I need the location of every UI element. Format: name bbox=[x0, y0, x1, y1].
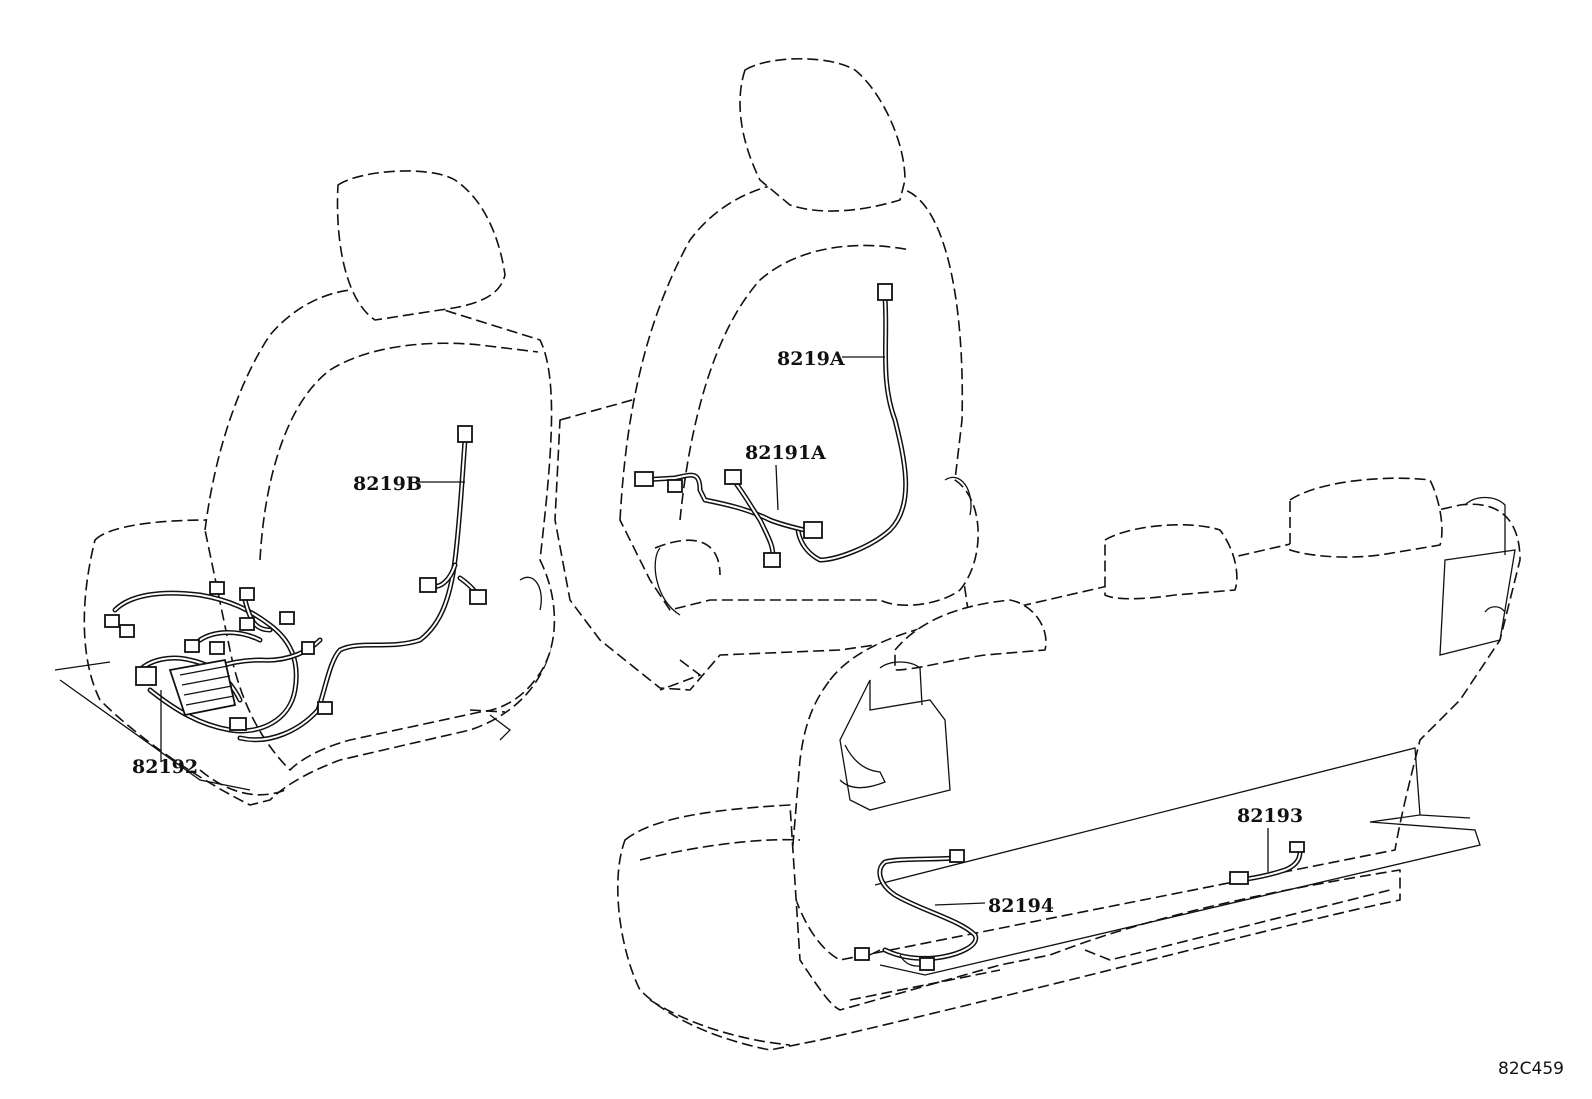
connector-icon bbox=[209, 581, 225, 595]
connector-icon bbox=[239, 587, 255, 601]
connector-icon bbox=[919, 957, 935, 971]
illustration-code: 82C459 bbox=[1498, 1059, 1564, 1079]
connector-icon bbox=[1289, 841, 1305, 853]
connector-icon bbox=[469, 589, 487, 605]
connector-icon bbox=[763, 552, 781, 568]
front-left-seat bbox=[54, 170, 556, 806]
connector-icon bbox=[279, 611, 295, 625]
connector-icon bbox=[877, 283, 893, 301]
connector-icon bbox=[104, 614, 120, 628]
connector-icon bbox=[724, 469, 742, 485]
connector-icon bbox=[209, 641, 225, 655]
label-82191A: 82191A bbox=[745, 442, 826, 464]
connector-icon bbox=[634, 471, 654, 487]
harness-82191A bbox=[634, 469, 823, 568]
rear-bench-seat bbox=[617, 477, 1521, 1051]
connector-icon bbox=[239, 617, 255, 631]
label-82193: 82193 bbox=[1237, 805, 1303, 827]
harness-82192 bbox=[104, 581, 323, 734]
label-8219B: 8219B bbox=[353, 473, 422, 495]
harness-8219B bbox=[237, 425, 487, 743]
connector-icon bbox=[854, 947, 870, 961]
connector-icon bbox=[184, 639, 200, 653]
connector-icon bbox=[135, 666, 157, 686]
harness-82193 bbox=[1229, 841, 1305, 885]
harness-82194 bbox=[854, 849, 979, 971]
callout-leaders bbox=[160, 356, 1269, 906]
connector-icon bbox=[803, 521, 823, 539]
connector-icon bbox=[317, 701, 333, 715]
connector-icon bbox=[949, 849, 965, 863]
connector-icon bbox=[119, 624, 135, 638]
label-82192: 82192 bbox=[132, 756, 198, 778]
connector-icon bbox=[1229, 871, 1249, 885]
harness-8219A bbox=[795, 283, 909, 563]
label-8219A: 8219A bbox=[777, 348, 845, 370]
label-82194: 82194 bbox=[988, 895, 1054, 917]
connector-icon bbox=[229, 717, 247, 731]
connector-icon bbox=[301, 641, 315, 655]
connector-icon bbox=[457, 425, 473, 443]
connector-icon bbox=[667, 479, 683, 493]
front-right-seat bbox=[554, 58, 979, 691]
connector-icon bbox=[419, 577, 437, 593]
